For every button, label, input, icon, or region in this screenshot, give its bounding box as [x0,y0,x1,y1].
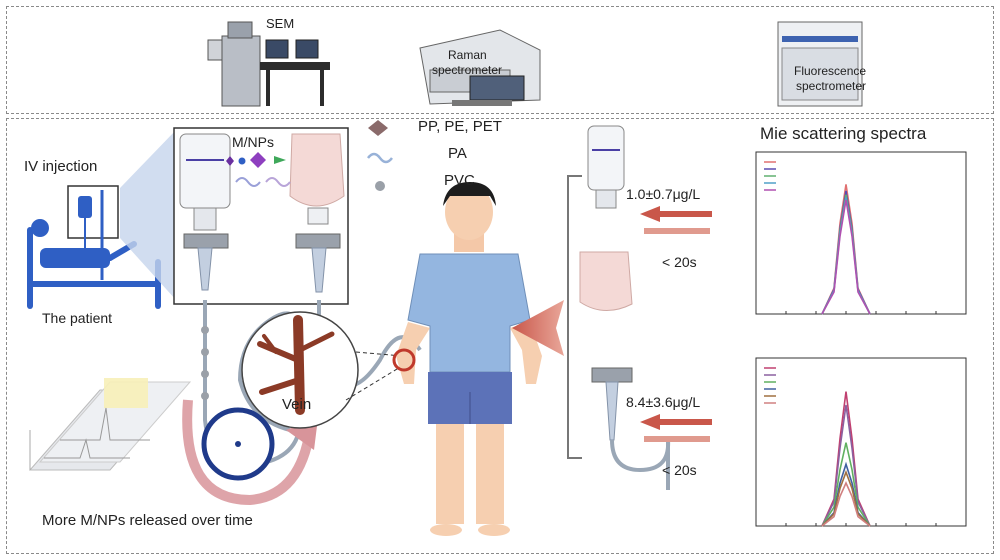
series-line-4 [821,199,871,315]
patient-body [40,248,110,268]
series-line-2 [821,442,871,527]
release-value-bottom: 8.4±3.6μg/L [626,394,701,410]
mie-spectrum-chart-top [755,151,967,315]
magnifier-link-line-2 [345,365,403,401]
raman-label-line2: spectrometer [432,63,503,77]
right-tube-bracket [567,175,582,459]
sem-label: SEM [266,16,295,31]
chart-frame [755,357,967,527]
mnps-label: M/NPs [232,134,274,150]
fluorescence-spectrometer-icon [777,21,863,107]
pp-pe-pet-label: PP, PE, PET [418,118,502,135]
series-line-5 [821,481,871,527]
pump-dial-center [235,441,241,447]
fluorescence-label-line1: Fluorescence [794,64,867,78]
instrument-panel-frame [6,6,994,114]
mie-spectra-title: Mie scattering spectra [760,124,927,143]
release-over-time-label: More M/NPs released over time [42,512,253,529]
release-arrows-bottom [640,414,712,442]
vein-branch-icon [257,315,335,415]
release-value-top: 1.0±0.7μg/L [626,186,701,202]
mie-spectrum-chart-bottom [755,357,967,527]
release-arrows-top [640,206,712,234]
mnp-particle-icons [226,152,291,187]
series-line-1 [821,404,871,527]
fluorescence-label-line2: spectrometer [796,79,867,93]
pvc-label: PVC [444,172,475,189]
release-time-spectra-icon [28,378,192,471]
right-plastic-bag-icon [579,251,633,311]
pa-label: PA [448,145,467,162]
pa-fiber-icon [367,152,393,164]
experiment-panel-frame [6,118,994,554]
chart-frame [755,151,967,315]
human-figure [396,182,542,536]
large-release-arrow [512,300,564,356]
patient-label: The patient [42,310,113,326]
right-tube-connector-icon [591,367,671,490]
raman-spectrometer-icon [419,29,541,106]
glass-iv-bottle-icon [179,133,231,291]
vein-label: Vein [282,396,312,413]
release-time-top: < 20s [662,254,697,270]
wrist-injection-site [392,348,416,372]
tubing-beads [201,326,209,400]
iv-stand-icon [67,185,119,280]
right-glass-bottle-icon [587,125,625,209]
iv-injection-label: IV injection [24,158,98,175]
pvc-particle-icon [375,181,385,191]
raman-label-line1: Raman [448,48,487,62]
plastic-iv-bag-icon [289,133,345,293]
patient-head [31,219,49,237]
zoom-callout-beam [120,130,176,300]
release-time-bottom: < 20s [662,462,697,478]
pump-rotation-arrow [182,399,315,506]
sem-instrument-icon [207,21,330,107]
pp-pe-pet-particle-icon [368,120,388,136]
